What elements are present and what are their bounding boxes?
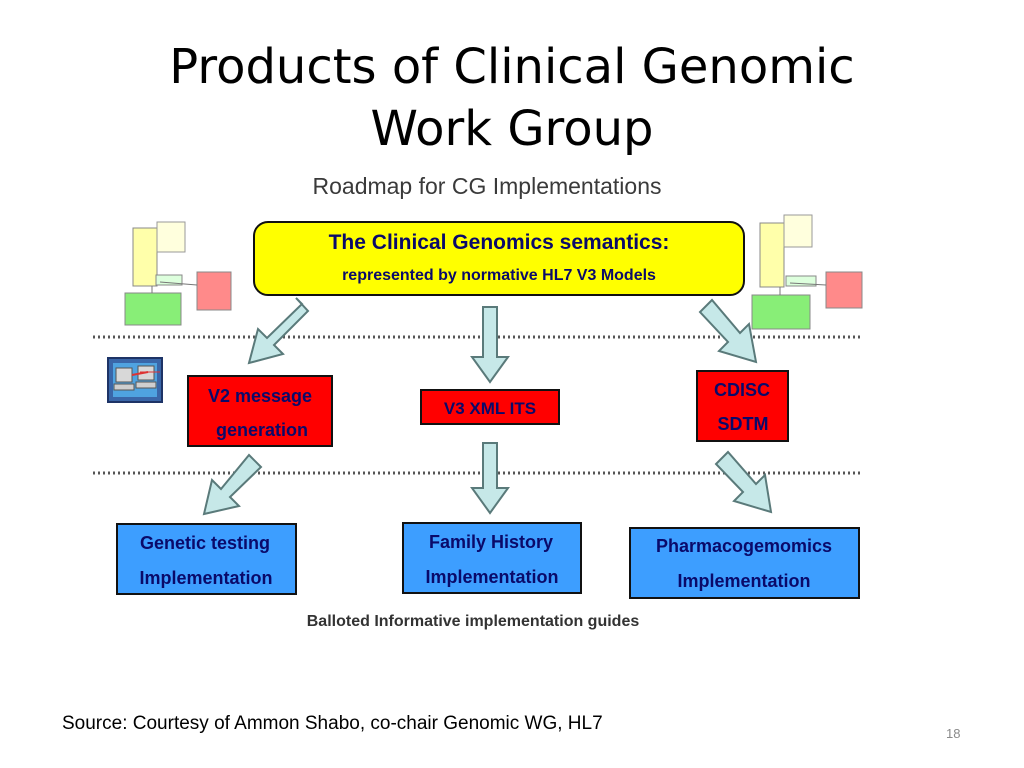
cdisc-sdtm-box: CDISC SDTM xyxy=(696,370,789,442)
genetic-line1: Genetic testing xyxy=(140,533,270,553)
slide-title-line2: Work Group xyxy=(370,101,654,157)
v3-label: V3 XML ITS xyxy=(444,399,536,418)
roadmap-title: Roadmap for CG Implementations xyxy=(313,173,662,199)
page-number: 18 xyxy=(946,726,961,741)
arrow-to-v2-message xyxy=(247,297,310,365)
semantics-line1: The Clinical Genomics semantics: xyxy=(329,231,670,254)
pharmacogenomics-box: Pharmacogemomics Implementation xyxy=(629,527,860,599)
uml-model-right-icon xyxy=(751,214,863,330)
family-line1: Family History xyxy=(429,532,553,552)
arrow-to-cdisc-sdtm xyxy=(698,298,758,364)
uml-model-left-icon xyxy=(124,221,232,326)
v3-xml-its-box: V3 XML ITS xyxy=(420,389,560,425)
computer-network-icon xyxy=(107,357,163,403)
source-credit: Source: Courtesy of Ammon Shabo, co-chai… xyxy=(62,713,603,734)
balloted-caption: Balloted Informative implementation guid… xyxy=(307,613,640,630)
pharma-line2: Implementation xyxy=(677,571,810,591)
semantics-box: The Clinical Genomics semantics: represe… xyxy=(253,221,745,296)
pharma-line1: Pharmacogemomics xyxy=(656,536,832,556)
arrow-to-v3-xml-its xyxy=(470,306,510,384)
cdisc-line2: SDTM xyxy=(718,414,769,434)
semantics-line2: represented by normative HL7 V3 Models xyxy=(342,267,656,284)
slide-title-line1: Products of Clinical Genomic xyxy=(169,39,855,95)
v2-message-box: V2 message generation xyxy=(187,375,333,447)
arrow-to-pharmacogenomics xyxy=(714,450,773,514)
genetic-line2: Implementation xyxy=(139,568,272,588)
v2-line1: V2 message xyxy=(208,386,312,406)
cdisc-line1: CDISC xyxy=(714,380,770,400)
arrow-to-family-history xyxy=(470,442,510,515)
family-history-box: Family History Implementation xyxy=(402,522,582,594)
v2-line2: generation xyxy=(216,420,308,440)
arrow-to-genetic-testing xyxy=(202,453,263,516)
genetic-testing-box: Genetic testing Implementation xyxy=(116,523,297,595)
family-line2: Implementation xyxy=(425,567,558,587)
